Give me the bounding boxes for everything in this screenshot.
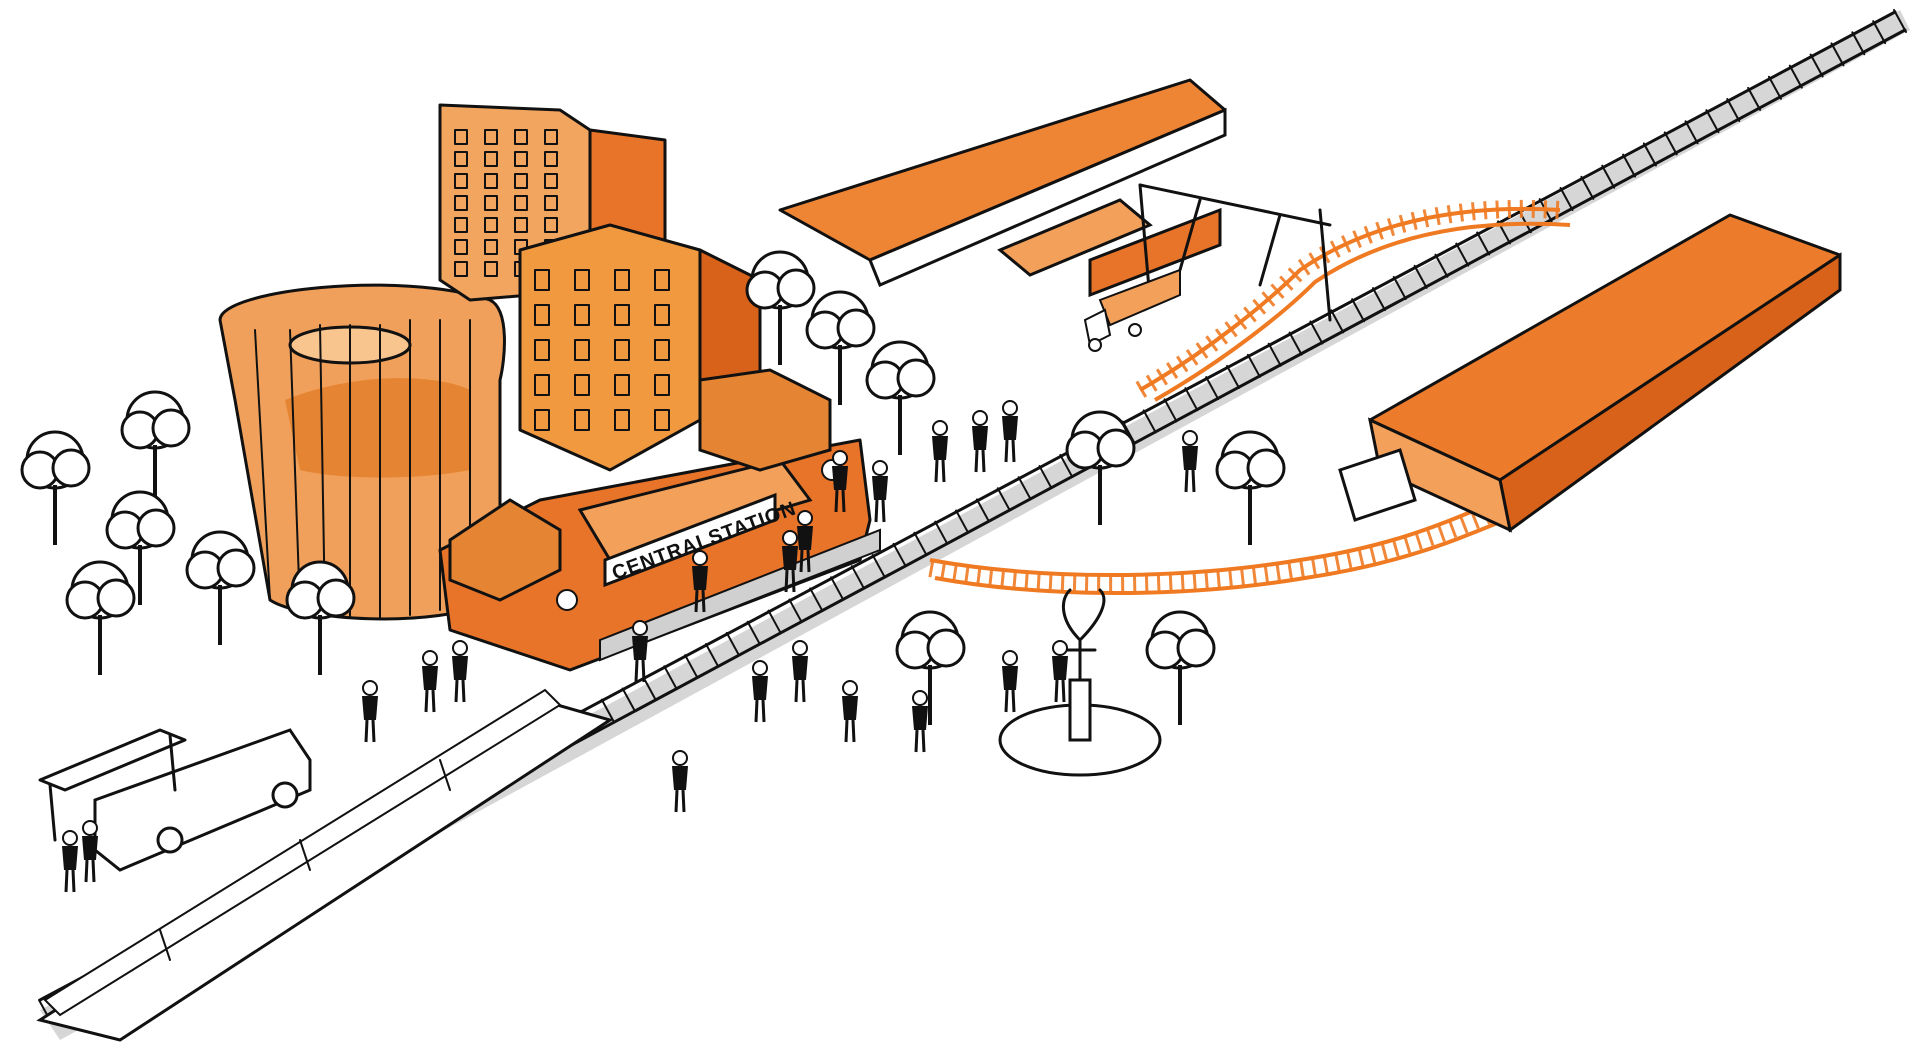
- bus-shelter: [38, 728, 187, 842]
- curved-office-building: [218, 283, 506, 621]
- bus: [93, 728, 312, 872]
- tree: [185, 530, 256, 645]
- person: [362, 680, 378, 743]
- central-station-building: CENTRALSTATION: [438, 368, 881, 672]
- person: [797, 510, 813, 573]
- person: [1002, 400, 1018, 463]
- tree: [865, 340, 936, 455]
- tree: [65, 560, 136, 675]
- person: [1052, 640, 1068, 703]
- tree: [120, 390, 191, 505]
- person: [82, 820, 98, 883]
- pedestrians: [62, 400, 1198, 893]
- person: [1182, 430, 1198, 493]
- person: [872, 460, 888, 523]
- person: [1002, 650, 1018, 713]
- tree: [895, 610, 966, 725]
- branch-track-lower: [928, 498, 1511, 595]
- person: [782, 530, 798, 593]
- person: [62, 830, 78, 893]
- person: [832, 450, 848, 513]
- person: [632, 620, 648, 683]
- statue-plaza: [998, 588, 1162, 777]
- tree: [1065, 410, 1136, 525]
- tree: [805, 290, 876, 405]
- tree: [1215, 430, 1286, 545]
- cargo-shed: [778, 78, 1227, 298]
- person: [972, 410, 988, 473]
- person: [452, 640, 468, 703]
- tree: [745, 250, 816, 365]
- tree: [285, 560, 356, 675]
- person: [672, 750, 688, 813]
- commuter-train: [36, 688, 614, 1042]
- person: [842, 680, 858, 743]
- person: [422, 650, 438, 713]
- person: [692, 550, 708, 613]
- person: [792, 640, 808, 703]
- person: [752, 660, 768, 723]
- train-shed: [1338, 213, 1842, 533]
- tree: [20, 430, 91, 545]
- trees: [20, 250, 1286, 725]
- tree: [1145, 610, 1216, 725]
- tree: [105, 490, 176, 605]
- person: [932, 420, 948, 483]
- delivery-truck: [1083, 268, 1181, 352]
- branch-track-upper: [1135, 199, 1571, 402]
- person: [912, 690, 928, 753]
